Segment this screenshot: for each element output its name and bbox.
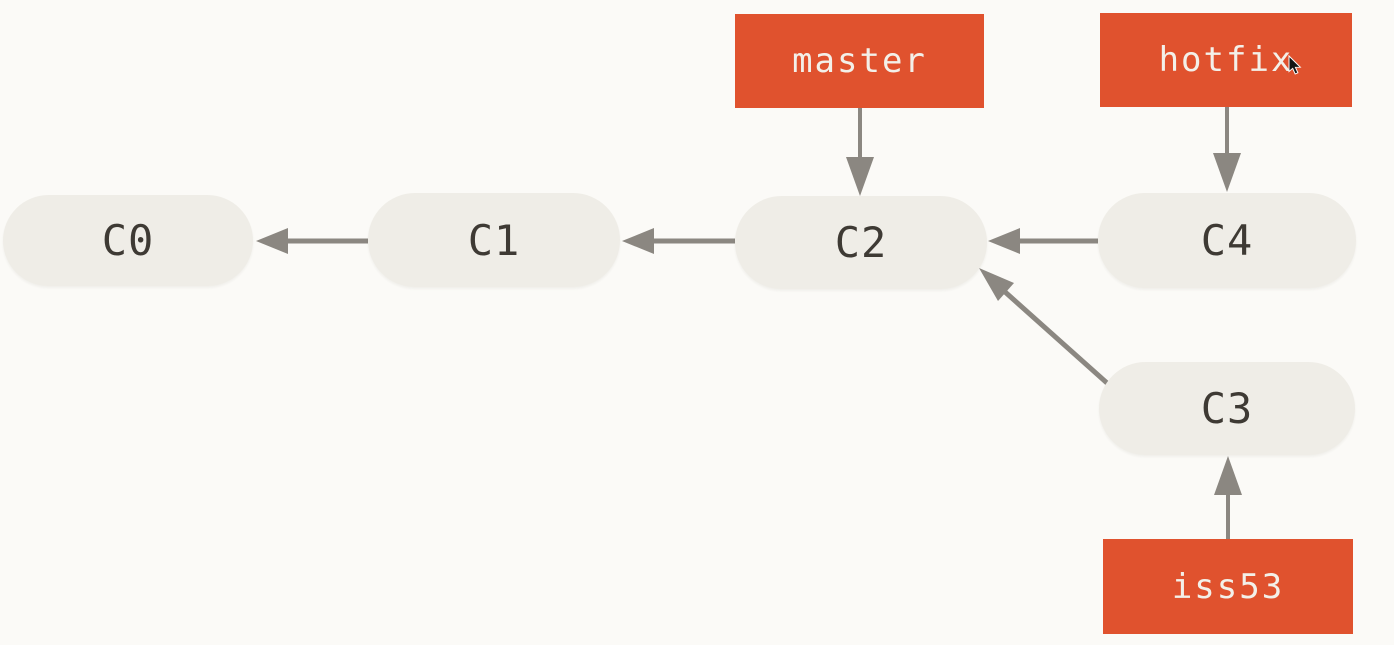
- commit-node-c1: C1: [368, 193, 620, 287]
- edge-c3-to-c2-line: [1002, 289, 1109, 385]
- branch-box-iss53: iss53: [1103, 539, 1353, 634]
- commit-node-c2: C2: [735, 196, 987, 289]
- edge-iss53-to-c3-arrowhead-icon: [1214, 456, 1242, 495]
- commit-node-c4: C4: [1098, 193, 1356, 288]
- edge-c3-to-c2-arrowhead-icon: [979, 268, 1014, 301]
- edge-c2-to-c1-arrowhead-icon: [622, 228, 654, 254]
- edge-c4-to-c2-arrowhead-icon: [988, 228, 1020, 254]
- edge-c1-to-c0-arrowhead-icon: [256, 228, 288, 254]
- branch-label-hotfix: hotfix: [1158, 40, 1294, 80]
- commit-label-c2: C2: [834, 218, 888, 267]
- branch-label-master: master: [792, 41, 927, 81]
- branch-box-master: master: [735, 14, 984, 108]
- commit-label-c3: C3: [1200, 384, 1254, 433]
- branch-label-iss53: iss53: [1171, 566, 1285, 607]
- commit-label-c0: C0: [101, 216, 155, 265]
- commit-label-c4: C4: [1200, 216, 1254, 265]
- branch-box-hotfix: hotfix: [1100, 13, 1352, 107]
- commit-node-c0: C0: [3, 195, 253, 286]
- commit-node-c3: C3: [1099, 362, 1355, 455]
- commit-label-c1: C1: [467, 215, 521, 265]
- edge-master-to-c2-arrowhead-icon: [846, 157, 874, 196]
- edge-hotfix-to-c4-arrowhead-icon: [1213, 153, 1241, 192]
